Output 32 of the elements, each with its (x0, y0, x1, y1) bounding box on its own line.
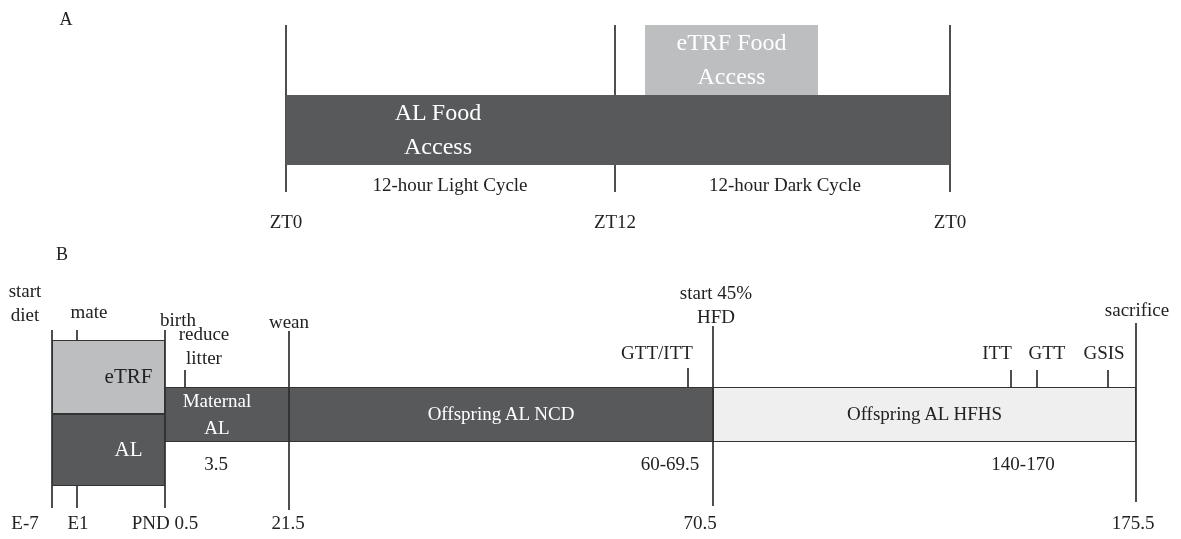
diet-bar: eTRF (52, 340, 165, 414)
event-label: ITT (981, 341, 1013, 365)
panel-letter: A (58, 8, 74, 31)
day-label: 70.5 (682, 511, 718, 535)
event-label: GSIS (1082, 341, 1126, 365)
diet-bar: AL (52, 414, 165, 486)
event-label: wean (267, 310, 311, 334)
day-label: E1 (66, 511, 90, 535)
day-label: 21.5 (270, 511, 306, 535)
food-access-bar: AL Food Access (286, 95, 950, 165)
time-label: ZT0 (932, 210, 968, 234)
event-label: mate (69, 300, 109, 324)
event-label: GTT/ITT (620, 341, 694, 365)
timeline-bar: Offspring AL NCD (289, 387, 713, 442)
cycle-label: 12-hour Light Cycle (371, 173, 529, 197)
day-label: 60-69.5 (639, 452, 701, 476)
time-label: ZT0 (268, 210, 304, 234)
day-label: 175.5 (1110, 511, 1156, 535)
event-label: start diet (7, 279, 43, 327)
panel-letter: B (55, 243, 69, 266)
cycle-label: 12-hour Dark Cycle (708, 173, 862, 197)
day-label: E-7 (10, 511, 40, 535)
time-label: ZT12 (592, 210, 638, 234)
day-label: PND 0.5 (130, 511, 200, 535)
timeline-bar: Maternal AL (165, 387, 289, 442)
day-label: 140-170 (990, 452, 1056, 476)
day-label: 3.5 (203, 452, 229, 476)
event-label: start 45% HFD (679, 281, 753, 329)
food-access-bar: eTRF Food Access (645, 25, 818, 95)
event-label: sacrifice (1103, 298, 1171, 322)
event-label: GTT (1027, 341, 1067, 365)
timeline-bar: Offspring AL HFHS (713, 387, 1136, 442)
